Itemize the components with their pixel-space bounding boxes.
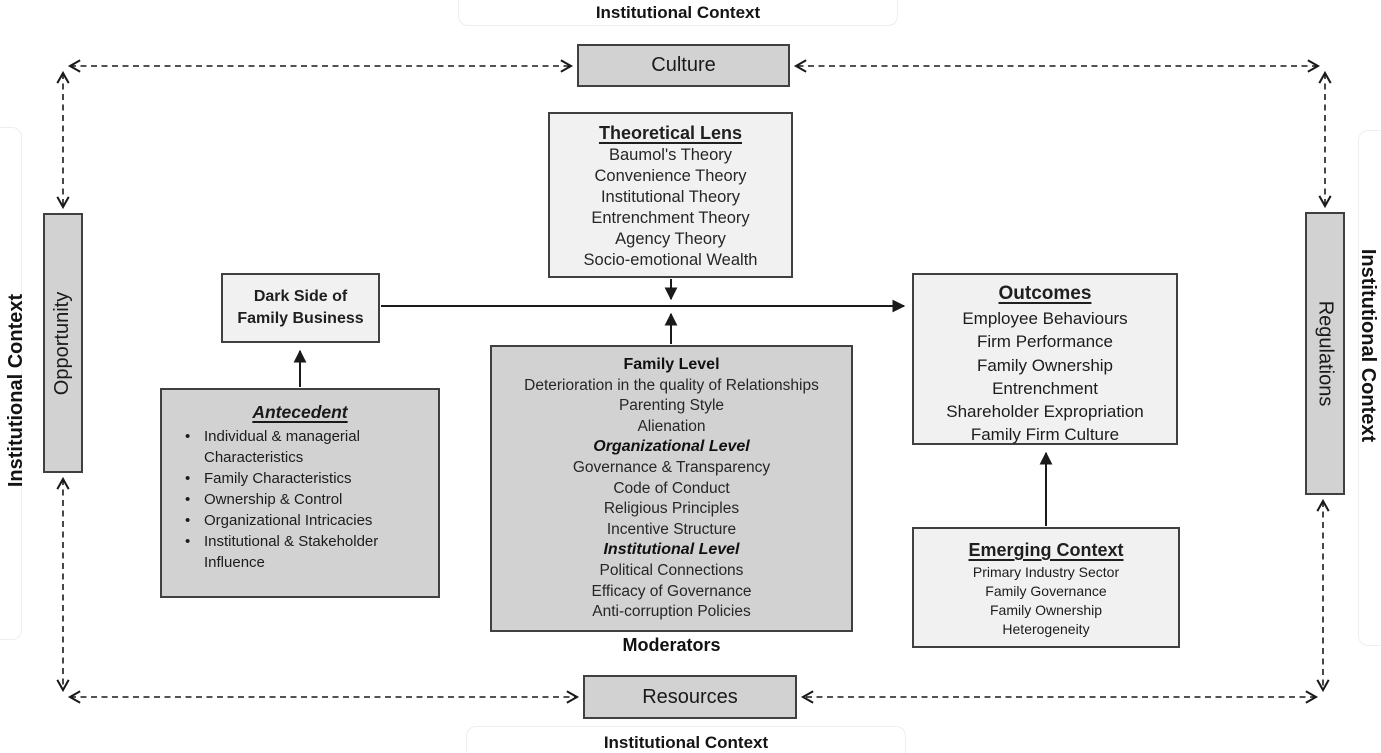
left-context-panel — [0, 127, 22, 640]
emerging-context-item: Heterogeneity — [1002, 621, 1090, 637]
antecedent-title: Antecedent — [252, 402, 348, 422]
moderators-label: Moderators — [622, 635, 721, 655]
institutional-context-left-text: Institutional Context — [5, 293, 28, 487]
theory-item: Agency Theory — [615, 230, 726, 248]
institutional-context-top-label: Institutional Context — [595, 3, 761, 22]
top-context-panel — [458, 0, 898, 26]
outcome-item: Employee Behaviours — [962, 309, 1128, 328]
moderator-item: Parenting Style — [618, 397, 725, 415]
regulations-label: Regulations — [1314, 300, 1337, 407]
emerging-context-item: Family Governance — [985, 583, 1107, 599]
outcome-item: Entrenchment — [992, 378, 1098, 398]
institutional-context-right-label: Institutional Context — [1218, 248, 1381, 441]
moderator-item: Anti-corruption Policies — [592, 603, 751, 621]
culture-label: Culture — [651, 54, 716, 76]
moderator-item: Organizational Level — [593, 438, 750, 456]
outcome-item: Shareholder Expropriation — [946, 402, 1144, 422]
antecedent-item: Individual & managerial Characteristics — [174, 426, 426, 468]
moderator-item: Alienation — [637, 417, 706, 435]
outcomes-title: Outcomes — [998, 283, 1092, 304]
antecedent-item: Institutional & Stakeholder Influence — [174, 531, 426, 573]
theory-item: Institutional Theory — [600, 188, 741, 206]
moderator-item: Family Level — [623, 356, 720, 373]
theory-item: Convenience Theory — [594, 167, 747, 185]
culture-box: Culture — [577, 44, 790, 87]
dark-side-box: Dark Side of Family Business — [221, 273, 380, 343]
moderator-item: Governance & Transparency — [572, 458, 771, 476]
outcome-item: Family Ownership — [976, 355, 1114, 375]
institutional-context-right-text: Institutional Context — [1357, 248, 1380, 442]
opportunity-box: Opportunity — [43, 213, 83, 473]
outcome-item: Firm Performance — [976, 332, 1114, 352]
emerging-context-box: Emerging Context Primary Industry Sector… — [912, 527, 1180, 648]
antecedent-item: Ownership & Control — [174, 489, 426, 510]
moderator-item: Incentive Structure — [606, 520, 737, 538]
moderator-item: Efficacy of Governance — [591, 582, 752, 600]
regulations-box: Regulations — [1305, 212, 1345, 495]
antecedent-item: Organizational Intricacies — [174, 510, 426, 531]
moderator-item: Deterioration in the quality of Relation… — [524, 376, 819, 394]
opportunity-label: Opportunity — [51, 291, 74, 395]
institutional-context-bottom-label: Institutional Context — [603, 733, 769, 752]
antecedent-list: Individual & managerial CharacteristicsF… — [174, 426, 426, 573]
emerging-context-item: Primary Industry Sector — [972, 564, 1120, 580]
bottom-context-panel — [466, 726, 906, 753]
dark-side-line1: Dark Side of — [253, 288, 348, 305]
moderator-item: Political Connections — [599, 561, 744, 579]
resources-label: Resources — [642, 685, 738, 708]
emerging-context-item: Family Ownership — [989, 602, 1103, 618]
resources-box: Resources — [583, 675, 797, 719]
antecedent-item: Family Characteristics — [174, 468, 426, 489]
antecedent-box: Antecedent Individual & managerial Chara… — [160, 388, 440, 598]
emerging-context-title: Emerging Context — [968, 540, 1124, 560]
right-context-panel — [1358, 130, 1381, 646]
moderator-item: Code of Conduct — [613, 479, 730, 497]
dark-side-line2: Family Business — [237, 310, 364, 327]
moderator-item: Institutional Level — [603, 541, 740, 559]
outcome-item: Family Firm Culture — [970, 425, 1120, 445]
institutional-context-left-label: Institutional Context — [0, 293, 167, 486]
theory-item: Socio-emotional Wealth — [583, 251, 758, 269]
theoretical-lens-title: Theoretical Lens — [598, 123, 743, 143]
theory-item: Entrenchment Theory — [591, 209, 750, 227]
theory-item: Baumol's Theory — [609, 146, 732, 164]
moderator-item: Religious Principles — [603, 500, 740, 518]
